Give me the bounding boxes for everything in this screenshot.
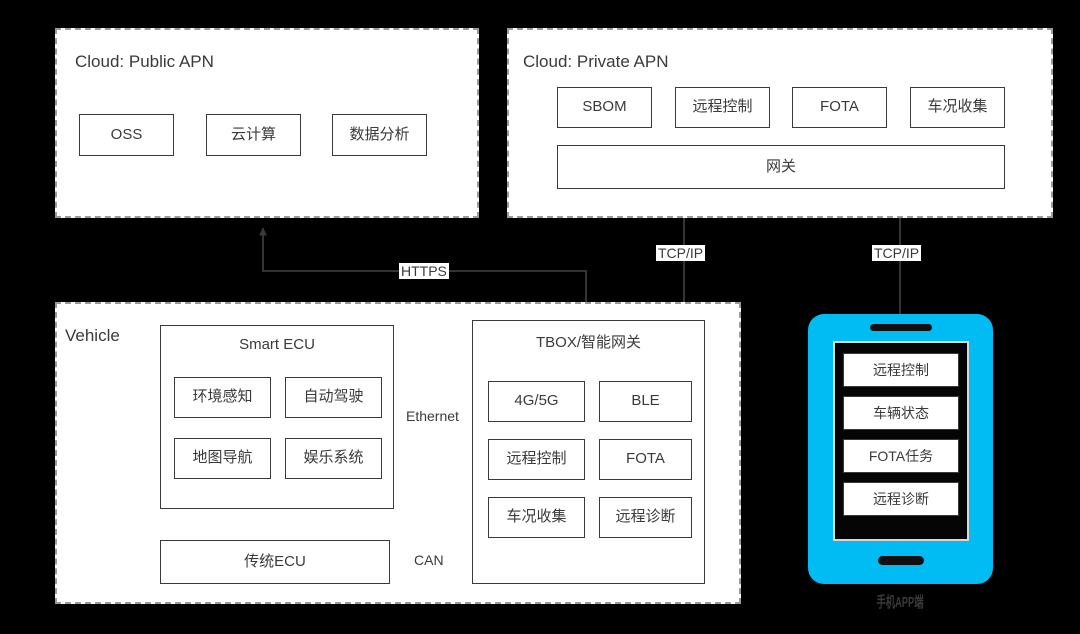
private-apn-gateway[interactable]: 网关 [557, 145, 1005, 189]
private-apn-service-sbom[interactable]: SBOM [557, 87, 652, 128]
private-apn-title: Cloud: Private APN [523, 52, 669, 71]
phone-caption: 手机APP端 [876, 594, 924, 611]
smart-ecu-module-environment-perception[interactable]: 环境感知 [174, 377, 271, 418]
tbox-module-fota[interactable]: FOTA [599, 439, 692, 480]
private-apn-service-fota[interactable]: FOTA [792, 87, 887, 128]
https-label: HTTPS [399, 263, 449, 279]
tbox-label: TBOX/智能网关 [535, 334, 641, 351]
phone-device: 远程控制 车辆状态 FOTA任务 远程诊断 [808, 314, 993, 584]
phone-screen: 远程控制 车辆状态 FOTA任务 远程诊断 [833, 341, 969, 541]
phone-app-remote-diagnostics[interactable]: 远程诊断 [843, 482, 959, 516]
tbox-module-4g5g[interactable]: 4G/5G [488, 381, 585, 422]
smart-ecu-label: Smart ECU [239, 336, 315, 353]
smart-ecu-module-autonomous-driving[interactable]: 自动驾驶 [285, 377, 382, 418]
private-apn-service-remote-control[interactable]: 远程控制 [675, 87, 770, 128]
phone-speaker-icon [870, 324, 932, 331]
public-apn-title: Cloud: Public APN [75, 52, 214, 71]
public-apn-service-oss[interactable]: OSS [79, 114, 174, 156]
vehicle-title: Vehicle [65, 326, 120, 345]
phone-app-vehicle-status[interactable]: 车辆状态 [843, 396, 959, 430]
ethernet-label: Ethernet [404, 408, 461, 424]
zone-vehicle: Vehicle Smart ECU 环境感知 自动驾驶 地图导航 娱乐系统 传统… [55, 302, 741, 604]
smart-ecu-module-map-navigation[interactable]: 地图导航 [174, 438, 271, 479]
private-apn-service-vehicle-data[interactable]: 车况收集 [910, 87, 1005, 128]
public-apn-service-data-analysis[interactable]: 数据分析 [332, 114, 427, 156]
phone-app-remote-control[interactable]: 远程控制 [843, 353, 959, 387]
tbox-group: TBOX/智能网关 4G/5G BLE 远程控制 FOTA 车况收集 远程诊断 [472, 320, 705, 584]
legacy-ecu-box[interactable]: 传统ECU [160, 540, 390, 584]
smart-ecu-module-entertainment-system[interactable]: 娱乐系统 [285, 438, 382, 479]
can-label: CAN [412, 552, 446, 568]
tbox-module-ble[interactable]: BLE [599, 381, 692, 422]
tcpip-phone-label: TCP/IP [872, 245, 922, 261]
tbox-module-remote-control[interactable]: 远程控制 [488, 439, 585, 480]
public-apn-service-cloud-computing[interactable]: 云计算 [206, 114, 301, 156]
tbox-module-vehicle-data[interactable]: 车况收集 [488, 497, 585, 538]
tbox-module-remote-diagnostics[interactable]: 远程诊断 [599, 497, 692, 538]
zone-public-apn: Cloud: Public APN OSS 云计算 数据分析 [55, 28, 479, 218]
tcpip-tbox-label: TCP/IP [656, 245, 706, 261]
phone-home-button[interactable] [878, 556, 924, 565]
phone-app-fota-task[interactable]: FOTA任务 [843, 439, 959, 473]
smart-ecu-group: Smart ECU 环境感知 自动驾驶 地图导航 娱乐系统 [160, 325, 394, 509]
zone-private-apn: Cloud: Private APN SBOM 远程控制 FOTA 车况收集 网… [507, 28, 1053, 218]
